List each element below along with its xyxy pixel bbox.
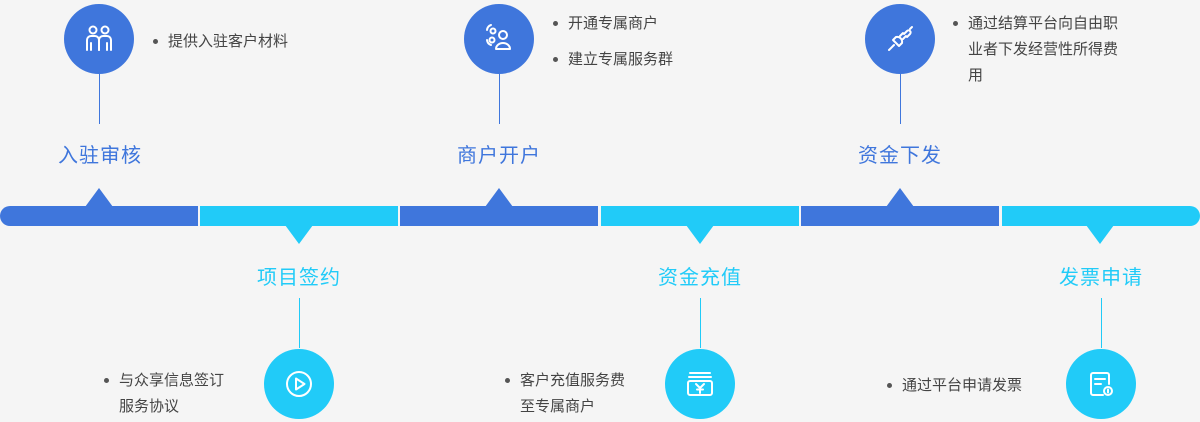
timeline-segment-1 (0, 206, 198, 226)
timeline-segment-2 (200, 206, 398, 226)
timeline-arrow-down-6 (1086, 225, 1114, 244)
list-item-continuation: 用 (968, 66, 984, 84)
timeline-arrow-up-3 (485, 188, 513, 207)
stage-2-title: 项目签约 (257, 265, 341, 289)
stage-5-list: 通过结算平台向自由职 业者下发经营性所得费 用 (950, 10, 1118, 88)
stage-6-connector (1101, 298, 1102, 348)
timeline-arrow-down-2 (285, 225, 313, 244)
timeline-arrow-up-5 (886, 188, 914, 207)
stage-1-connector (99, 74, 100, 124)
timeline-segment-4 (601, 206, 799, 226)
timeline-segment-3 (400, 206, 598, 226)
stage-1-title: 入驻审核 (58, 143, 142, 167)
stage-2-connector (299, 298, 300, 348)
stage-3-title: 商户开户 (457, 143, 541, 167)
stage-6-title: 发票申请 (1059, 265, 1143, 289)
list-item-continuation: 业者下发经营性所得费 (968, 40, 1119, 58)
stage-6-list: 通过平台申请发票 (884, 372, 1022, 398)
list-item-continuation: 服务协议 (119, 397, 180, 415)
stage-4-title: 资金充值 (658, 265, 742, 289)
stage-5-title: 资金下发 (858, 143, 942, 167)
stage-3-list: 开通专属商户 建立专属服务群 (550, 10, 673, 72)
user-group-icon (486, 24, 511, 50)
stage-4-list: 客户充值服务费 至专属商户 (502, 367, 625, 419)
list-item: 与众享信息签订 (101, 367, 224, 393)
timeline-arrow-up-1 (85, 188, 113, 207)
stage-3-icon-circle (464, 4, 534, 74)
timeline-segment-6 (1002, 206, 1200, 226)
play-icon (286, 371, 312, 397)
stage-1-icon-circle (64, 4, 134, 74)
stage-5-connector (900, 74, 901, 124)
stage-6-icon-circle (1066, 349, 1136, 419)
list-item: 通过结算平台向自由职 (950, 10, 1118, 36)
stage-3-connector (499, 74, 500, 124)
timeline-segment-5 (801, 206, 999, 226)
plug-icon (888, 26, 913, 51)
list-item: 建立专属服务群 (550, 46, 673, 72)
list-item-continuation: 至专属商户 (520, 397, 596, 415)
list-item: 提供入驻客户材料 (150, 28, 288, 54)
list-item: 开通专属商户 (550, 10, 673, 36)
stage-4-connector (700, 298, 701, 348)
invoice-icon (1090, 372, 1113, 396)
stage-5-icon-circle (865, 4, 935, 74)
stage-1-list: 提供入驻客户材料 (150, 28, 288, 54)
timeline-arrow-down-4 (686, 225, 714, 244)
list-item: 客户充值服务费 (502, 367, 625, 393)
stage-4-icon-circle (665, 349, 735, 419)
users-icon (86, 25, 112, 51)
stage-2-list: 与众享信息签订 服务协议 (101, 367, 224, 419)
wallet-yen-icon (687, 372, 713, 396)
stage-2-icon-circle (264, 349, 334, 419)
list-item: 通过平台申请发票 (884, 372, 1022, 398)
